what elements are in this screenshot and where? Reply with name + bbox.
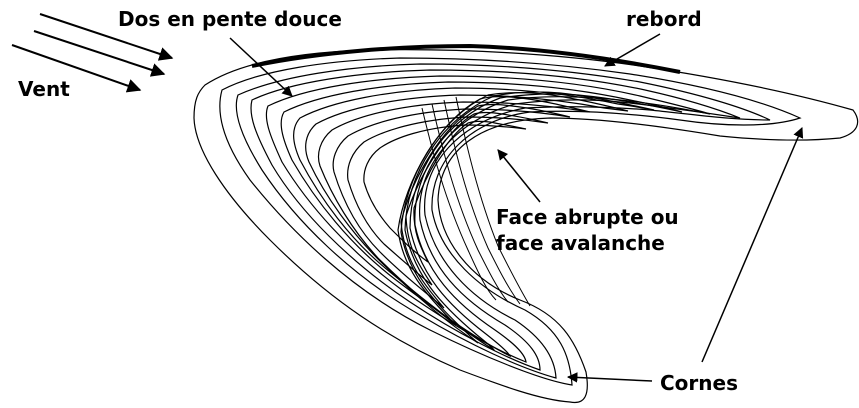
arrow-horn-right (702, 128, 802, 362)
arrow-gentle-back (230, 38, 292, 96)
label-crest: rebord (626, 6, 702, 32)
label-steep-face: Face abrupte ou face avalanche (496, 204, 679, 256)
wind-arrow-2 (34, 31, 164, 74)
label-wind: Vent (18, 76, 70, 102)
label-steep-face-line1: Face abrupte ou (496, 204, 679, 230)
arrow-horn-left (568, 377, 652, 381)
label-horns: Cornes (660, 370, 738, 396)
label-gentle-back: Dos en pente douce (118, 6, 342, 32)
label-steep-face-line2: face avalanche (496, 230, 679, 256)
arrow-steep-face (498, 150, 540, 202)
